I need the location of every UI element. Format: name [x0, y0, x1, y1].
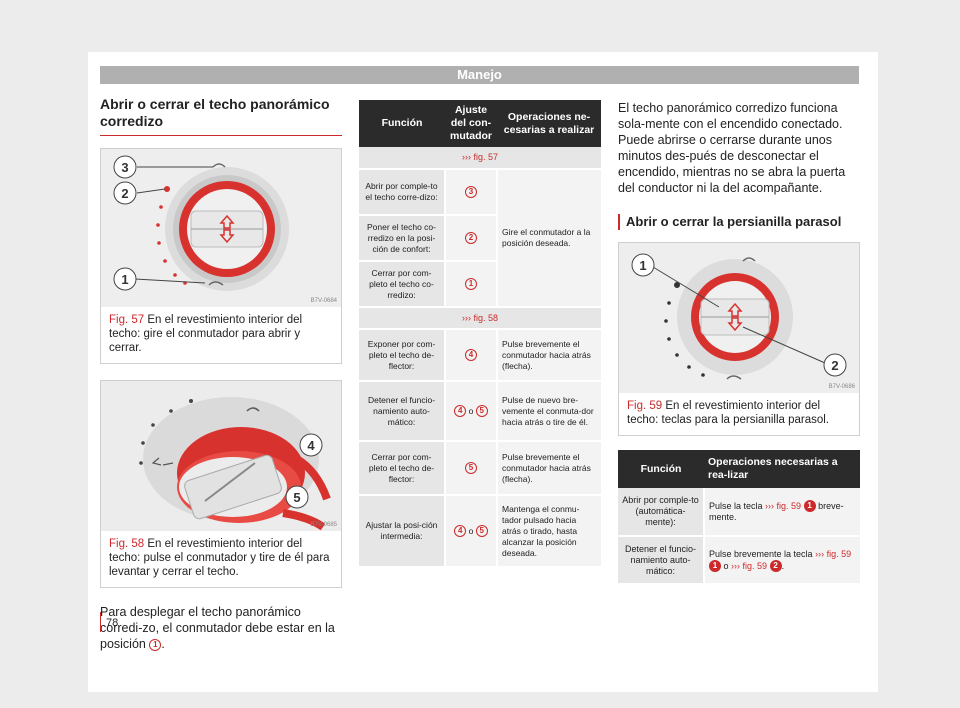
row-operation: Pulse brevemente el conmutador hacia atr… — [497, 441, 601, 496]
fig57-callout-2: 2 — [121, 186, 128, 201]
table-group-row: ››› fig. 57 — [359, 147, 601, 170]
row-function: Detener el funcio-namiento auto-mático: — [359, 381, 445, 442]
page-number: 78 — [106, 617, 119, 629]
section-title: Abrir o cerrar el techo panorámico corre… — [100, 96, 342, 136]
row-function: Detener el funcio-namiento auto-mático: — [618, 536, 704, 585]
page-number-rule — [100, 612, 101, 632]
subsection-title-sunshade: Abrir o cerrar la persianilla parasol — [618, 214, 860, 230]
row-operation: Pulse brevemente la tecla ››› fig. 59 1 … — [703, 536, 860, 585]
figure-57-image: 3 2 1 B7V-0684 — [101, 149, 341, 307]
table-row: Abrir por comple-to el techo corre-dizo:… — [359, 169, 601, 308]
col-header-function: Función — [359, 100, 445, 147]
row-setting: 4 o 5 — [444, 381, 498, 442]
fig57-callout-3: 3 — [121, 160, 128, 175]
row-setting: 5 — [444, 441, 498, 496]
row-function: Poner el techo co-rredizo en la posi-ció… — [359, 215, 445, 262]
fig57-callout-1: 1 — [121, 272, 128, 287]
figure-57-caption: Fig. 57 En el revestimiento interior del… — [101, 307, 341, 363]
table-row: Abrir por comple-to (automática-mente): … — [618, 488, 860, 537]
figure-58-code: B7V-0685 — [310, 522, 337, 528]
figure-58-image: 4 5 B7V-0685 — [101, 381, 341, 531]
col-header-function: Función — [618, 450, 704, 488]
table-row: Cerrar por com-pleto el techo co-rredizo… — [359, 261, 601, 308]
table-row: Detener el funcio-namiento auto-mático: … — [618, 536, 860, 585]
sunshade-dial-illustration: 1 2 — [619, 243, 859, 393]
table-header-row: Función Operaciones necesarias a rea-liz… — [618, 450, 860, 488]
row-function: Exponer por com-pleto el techo de-flecto… — [359, 329, 445, 382]
row-function: Cerrar por com-pleto el techo co-rredizo… — [359, 261, 445, 308]
functions-table-roof: Función Ajuste del con-mutador Operacion… — [359, 100, 601, 568]
figure-57: 3 2 1 B7V-0684 Fig. 57 En el revestimien… — [100, 148, 342, 364]
figure-58-caption-text: En el revestimiento interior del techo: … — [109, 538, 330, 578]
figure-59-number: Fig. 59 — [627, 400, 663, 412]
column-middle: Función Ajuste del con-mutador Operacion… — [359, 100, 601, 568]
row-operation: Mantenga el conmu-tador pulsado hacia at… — [497, 495, 601, 568]
row-function: Ajustar la posi-ción intermedia: — [359, 495, 445, 568]
table-group-row: ››› fig. 58 — [359, 307, 601, 330]
table-row: Detener el funcio-namiento auto-mático: … — [359, 381, 601, 442]
table-row: Exponer por com-pleto el techo de-flecto… — [359, 329, 601, 382]
row-operation-rotate: Gire el conmutador a la posición deseada… — [497, 169, 601, 308]
figure-57-number: Fig. 57 — [109, 314, 145, 326]
table-row: Cerrar por com-pleto el techo de-flector… — [359, 441, 601, 496]
figure-59-image: 1 2 B7V-0686 — [619, 243, 859, 393]
ref-position-1: 1 — [149, 639, 162, 651]
functions-table-sunshade: Función Operaciones necesarias a rea-liz… — [618, 450, 860, 585]
figure-59-caption: Fig. 59 En el revestimiento interior del… — [619, 393, 859, 435]
row-setting: 3 — [444, 169, 498, 216]
roof-dial-pull-illustration: 4 5 — [101, 381, 341, 531]
row-setting: 1 — [444, 261, 498, 308]
col-header-setting: Ajuste del con-mutador — [445, 100, 497, 147]
row-operation: Pulse de nuevo bre-vemente el conmuta-do… — [497, 381, 601, 442]
roof-dial-rotary-illustration: 3 2 1 — [101, 149, 341, 307]
figure-57-caption-text: En el revestimiento interior del techo: … — [109, 314, 303, 354]
figure-58: 4 5 B7V-0685 Fig. 58 En el revestimiento… — [100, 380, 342, 588]
paragraph-deploy-end: . — [161, 637, 165, 651]
table-header-row: Función Ajuste del con-mutador Operacion… — [359, 100, 601, 147]
fig59-callout-2: 2 — [831, 358, 838, 373]
row-operation: Pulse brevemente el conmutador hacia atr… — [497, 329, 601, 382]
figure-57-code: B7V-0684 — [310, 298, 337, 304]
fig59-callout-1: 1 — [639, 258, 646, 273]
row-setting: 4 o 5 — [444, 495, 498, 568]
row-function: Abrir por comple-to el techo corre-dizo: — [359, 169, 445, 216]
figure-58-number: Fig. 58 — [109, 538, 145, 550]
group-fig57-ref: ››› fig. 57 — [359, 147, 601, 170]
column-left: Abrir o cerrar el techo panorámico corre… — [100, 96, 342, 652]
row-setting: 4 — [444, 329, 498, 382]
col-header-operations: Operaciones necesarias a rea-lizar — [704, 450, 860, 488]
row-function: Abrir por comple-to (automática-mente): — [618, 488, 704, 537]
paragraph-deploy: Para desplegar el techo panorámico corre… — [100, 604, 342, 652]
table-row: Ajustar la posi-ción intermedia: 4 o 5 M… — [359, 495, 601, 568]
paragraph-roof-operation: El techo panorámico corredizo funciona s… — [618, 101, 846, 195]
table-row: Poner el techo co-rredizo en la posi-ció… — [359, 215, 601, 262]
group-fig58-ref: ››› fig. 58 — [359, 307, 601, 330]
row-function: Cerrar por com-pleto el techo de-flector… — [359, 441, 445, 496]
row-setting: 2 — [444, 215, 498, 262]
figure-58-caption: Fig. 58 En el revestimiento interior del… — [101, 531, 341, 587]
fig58-callout-5: 5 — [293, 490, 300, 505]
row-operation: Pulse la tecla ››› fig. 59 1 breve-mente… — [703, 488, 860, 537]
figure-59: 1 2 B7V-0686 Fig. 59 En el revestimiento… — [618, 242, 860, 436]
fig58-callout-4: 4 — [307, 438, 315, 453]
section-header: Manejo — [100, 66, 859, 84]
col-header-operations: Operaciones ne-cesarias a realizar — [497, 100, 601, 147]
figure-59-code: B7V-0686 — [828, 384, 855, 390]
paragraph-deploy-text: Para desplegar el techo panorámico corre… — [100, 605, 335, 651]
figure-59-caption-text: En el revestimiento interior del techo: … — [627, 400, 830, 426]
column-right: El techo panorámico corredizo funciona s… — [618, 100, 860, 585]
